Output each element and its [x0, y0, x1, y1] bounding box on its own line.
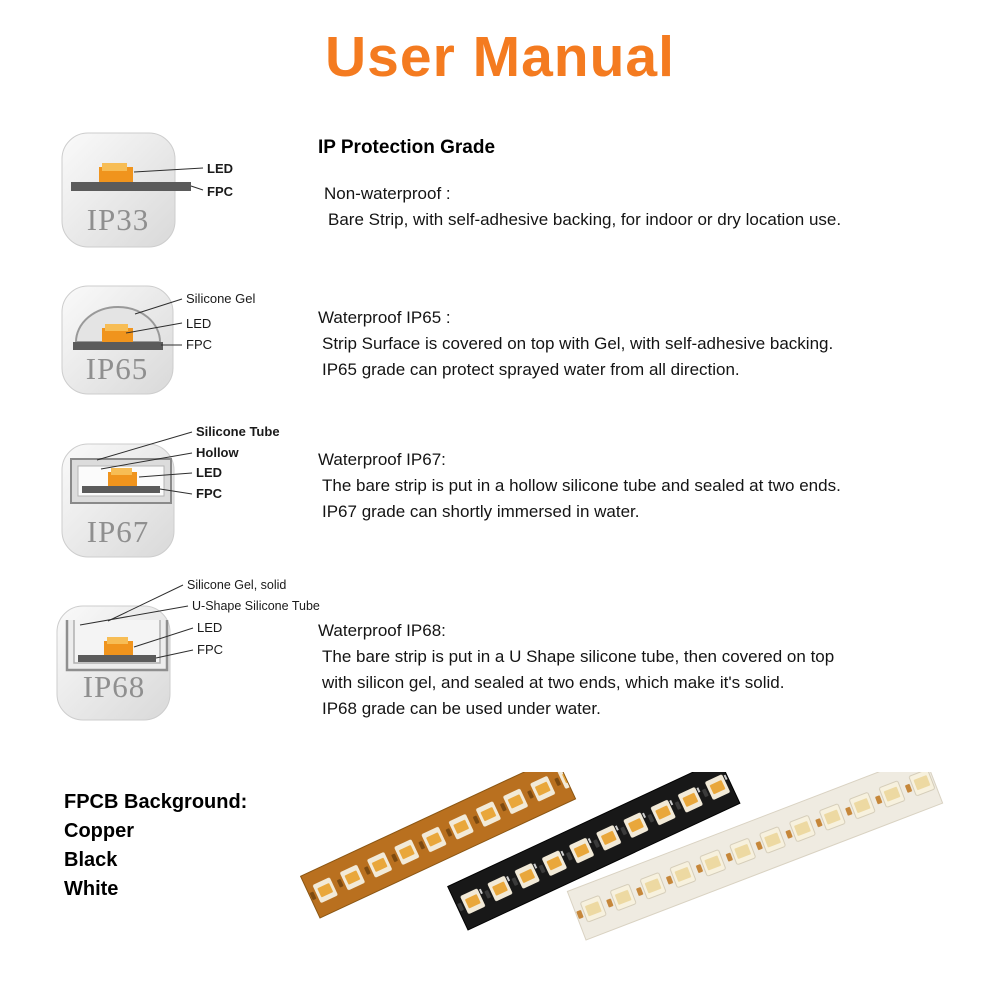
led-chip	[102, 328, 133, 342]
ip65-description: Waterproof IP65 : Strip Surface is cover…	[318, 305, 833, 383]
ip67-body-line: IP67 grade can shortly immersed in water…	[322, 502, 640, 521]
ip68-description: Waterproof IP68: The bare strip is put i…	[318, 618, 834, 722]
ip65-gel-label: Silicone Gel	[186, 291, 255, 306]
fpcb-option-white: White	[64, 878, 119, 900]
ip68-gel-label: Silicone Gel, solid	[187, 578, 286, 592]
ip68-body-line: The bare strip is put in a U Shape silic…	[322, 647, 835, 666]
ip67-badge: IP67	[87, 514, 150, 549]
copper-strip	[300, 772, 577, 919]
ip65-subtitle: Waterproof IP65 :	[318, 308, 451, 327]
ip33-diagram: LED FPC IP33	[61, 132, 234, 248]
ip65-body-line: Strip Surface is covered on top with Gel…	[322, 334, 834, 353]
ip67-subtitle: Waterproof IP67:	[318, 450, 446, 469]
ip67-led-label: LED	[196, 465, 222, 480]
ip65-diagram: Silicone Gel LED FPC IP65	[61, 285, 255, 395]
ip67-tube-label: Silicone Tube	[196, 424, 280, 439]
ip33-fpc-label: FPC	[207, 184, 234, 199]
ip68-led-label: LED	[197, 620, 222, 635]
fpcb-option-copper: Copper	[64, 820, 134, 842]
fpcb-option-black: Black	[64, 849, 118, 871]
page-title: User Manual	[325, 25, 675, 89]
ip68-body-line: IP68 grade can be used under water.	[322, 699, 601, 718]
ip68-fpc-label: FPC	[197, 642, 223, 657]
ip33-led-label: LED	[207, 161, 233, 176]
ip67-description: Waterproof IP67: The bare strip is put i…	[318, 447, 841, 525]
ip33-subtitle: Non-waterproof :	[324, 184, 451, 203]
ip68-subtitle: Waterproof IP68:	[318, 621, 446, 640]
black-strip	[447, 772, 741, 931]
fpcb-heading: FPCB Background:	[64, 791, 248, 813]
ip65-led-label: LED	[186, 316, 211, 331]
ip68-diagram: Silicone Gel, solid U-Shape Silicone Tub…	[56, 578, 320, 721]
fpc-bar	[73, 342, 163, 350]
ip67-hollow-label: Hollow	[196, 445, 239, 460]
section-heading: IP Protection Grade	[318, 137, 496, 158]
ip33-badge: IP33	[87, 202, 150, 237]
led-chip	[108, 472, 137, 486]
ip65-fpc-label: FPC	[186, 337, 212, 352]
ip68-tube-label: U-Shape Silicone Tube	[192, 599, 320, 613]
ip33-body-line: Bare Strip, with self-adhesive backing, …	[328, 210, 842, 229]
ip68-badge: IP68	[83, 669, 146, 704]
fpc-bar	[82, 486, 160, 493]
white-strip	[566, 772, 944, 941]
ip65-body-line: IP65 grade can protect sprayed water fro…	[322, 360, 740, 379]
ip33-description: Non-waterproof : Bare Strip, with self-a…	[324, 181, 841, 233]
ip65-badge: IP65	[86, 351, 149, 386]
led-chip	[104, 641, 133, 655]
ip67-fpc-label: FPC	[196, 486, 223, 501]
fpcb-background-list: FPCB Background: Copper Black White	[64, 788, 247, 904]
fpc-bar	[78, 655, 156, 662]
ip68-body-line: with silicon gel, and sealed at two ends…	[322, 673, 785, 692]
led-strips-image	[300, 772, 944, 941]
ip67-body-line: The bare strip is put in a hollow silico…	[322, 476, 841, 495]
ip67-diagram: Silicone Tube Hollow LED FPC IP67	[61, 424, 280, 558]
fpc-bar	[71, 182, 191, 191]
